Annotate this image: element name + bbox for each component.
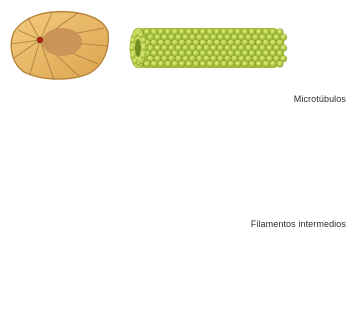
tubulin-bead bbox=[193, 61, 200, 68]
tubulin-bead bbox=[172, 61, 179, 68]
tubulin-bead bbox=[263, 61, 270, 68]
label-microtubules: Microtúbulos bbox=[294, 94, 346, 104]
tubulin-bead bbox=[132, 58, 138, 64]
microtubule-lumen bbox=[135, 39, 141, 57]
tubulin-bead bbox=[138, 32, 144, 38]
tubulin-bead bbox=[249, 61, 256, 68]
cell-microtubules bbox=[11, 12, 108, 80]
tubulin-bead bbox=[158, 61, 165, 68]
tubulin-bead bbox=[130, 53, 136, 59]
tubulin-bead bbox=[200, 61, 207, 68]
centrosome bbox=[37, 37, 43, 43]
tubulin-bead bbox=[140, 38, 146, 44]
tubulin-bead bbox=[242, 61, 249, 68]
tubulin-bead bbox=[186, 61, 193, 68]
tubulin-bead bbox=[165, 61, 172, 68]
nucleus bbox=[42, 28, 82, 56]
tubulin-bead bbox=[214, 61, 221, 68]
tubulin-bead bbox=[235, 61, 242, 68]
tubulin-bead bbox=[270, 61, 277, 68]
tubulin-bead bbox=[179, 61, 186, 68]
tubulin-bead bbox=[256, 61, 263, 68]
tubulin-bead bbox=[207, 61, 214, 68]
tubulin-bead bbox=[221, 61, 228, 68]
tubulin-bead bbox=[277, 61, 284, 68]
tubulin-bead bbox=[141, 45, 147, 51]
label-intermediate-filaments: Filamentos intermedios bbox=[251, 219, 346, 229]
microtubule-illustration bbox=[129, 28, 287, 68]
tubulin-bead bbox=[129, 45, 135, 51]
tubulin-bead bbox=[228, 61, 235, 68]
tubulin-bead bbox=[140, 53, 146, 59]
tubulin-bead bbox=[130, 38, 136, 44]
tubulin-bead bbox=[151, 61, 158, 68]
tubulin-bead bbox=[144, 61, 151, 68]
